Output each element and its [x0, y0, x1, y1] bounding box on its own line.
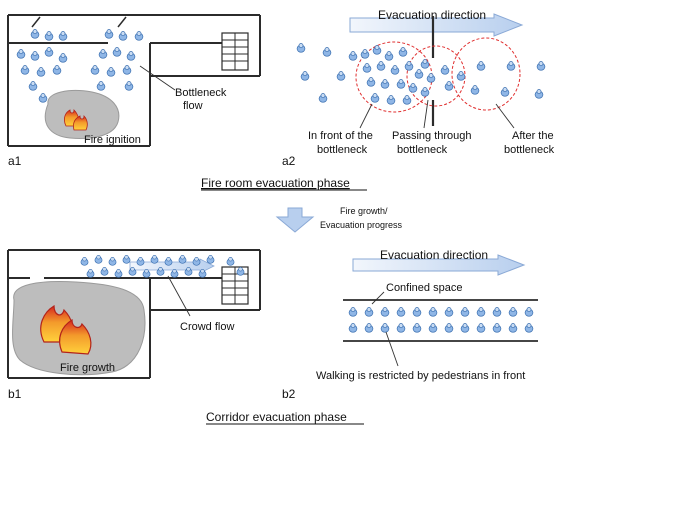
fire-room-walls: [7, 14, 261, 147]
zone-label-passing-line1: Passing through: [392, 130, 472, 142]
panel-a1: Bottleneck flow Fire ignition a1: [7, 14, 261, 168]
fire-ignition-icon: [63, 109, 88, 131]
zone-label-before-line1: In front of the: [308, 130, 373, 142]
panel-b2: Evacuation direction Confined space: [282, 248, 538, 401]
panel-a2-tag: a2: [282, 154, 296, 168]
panel-a2: Evacuation direction: [282, 8, 555, 168]
staircase: [221, 32, 249, 71]
zone-circle-after: [451, 37, 521, 111]
bottleneck-leader-line: [139, 65, 176, 91]
leader-passing: [423, 99, 429, 129]
zone-label-after-line1: After the: [512, 130, 554, 142]
leader-before: [359, 103, 373, 129]
panel-a1-tag: a1: [8, 154, 22, 168]
zone-label-passing-line2: bottleneck: [397, 144, 448, 156]
walking-restricted-label: Walking is restricted by pedestrians in …: [316, 370, 525, 382]
panel-b2-tag: b2: [282, 387, 296, 401]
corridor-phase-title: Corridor evacuation phase: [206, 410, 347, 424]
zone-label-before-line2: bottleneck: [317, 144, 368, 156]
transition-label-line1: Fire growth/: [340, 206, 388, 216]
fire-ignition-label: Fire ignition: [84, 134, 141, 146]
confined-leader: [371, 291, 385, 305]
pedestrians-b2: [348, 307, 534, 333]
evacuation-direction-label-a2: Evacuation direction: [378, 8, 486, 22]
confined-space-label: Confined space: [386, 282, 462, 294]
evacuation-direction-arrow-b2: [352, 254, 526, 276]
smoke-area: [44, 90, 120, 139]
transition-label-line2: Evacuation progress: [320, 220, 403, 230]
zone-label-after-line2: bottleneck: [504, 144, 555, 156]
leader-after: [495, 103, 515, 129]
fire-room-phase-title: Fire room evacuation phase: [201, 176, 350, 190]
phase-transition-arrow: [275, 207, 315, 233]
bottleneck-label-line2: flow: [183, 100, 203, 112]
restricted-leader: [385, 331, 399, 367]
crowd-flow-label: Crowd flow: [180, 321, 234, 333]
evacuation-direction-arrow-a2: [349, 13, 524, 37]
corridor-walls: [7, 249, 261, 379]
evacuation-direction-label-b2: Evacuation direction: [380, 248, 488, 262]
panel-b1-tag: b1: [8, 387, 22, 401]
fire-growth-icon: [40, 304, 92, 355]
bottleneck-label-line1: Bottleneck: [175, 87, 227, 99]
fire-growth-label: Fire growth: [60, 362, 115, 374]
crowd-flow-leader: [167, 275, 191, 317]
panel-b1: Crowd flow Fire growth b1: [7, 249, 261, 401]
